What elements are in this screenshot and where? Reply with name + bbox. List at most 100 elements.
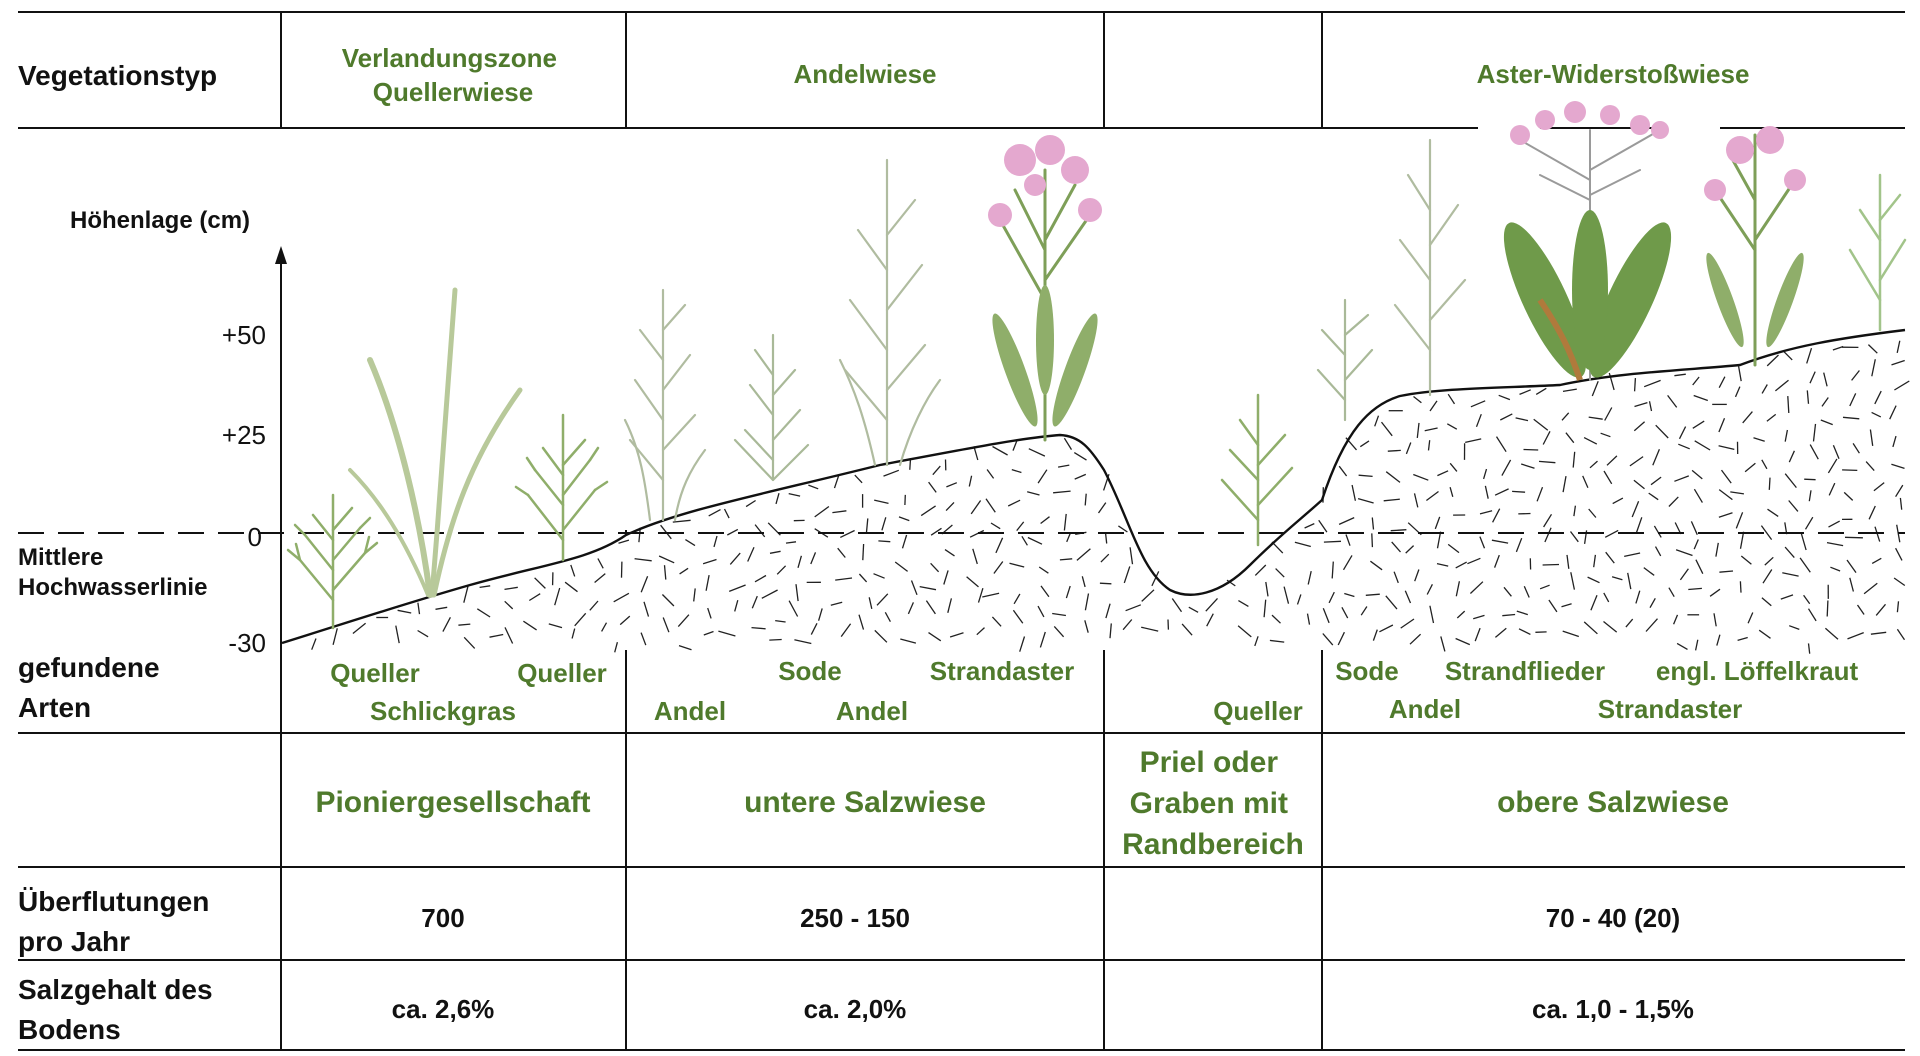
soil-dash — [1603, 470, 1613, 485]
soil-dash — [1868, 505, 1876, 520]
soil-dash — [1832, 445, 1840, 459]
strandaster-plant-illustration-2 — [1704, 126, 1806, 367]
soil-dash — [613, 592, 630, 603]
soil-dash — [930, 527, 942, 536]
soil-dash — [1648, 401, 1653, 412]
soil-dash — [1847, 631, 1864, 640]
soil-dash — [332, 628, 338, 645]
soil-dash — [1039, 631, 1046, 648]
species-queller-3: Queller — [1213, 696, 1303, 726]
queller-plant-illustration-2 — [514, 413, 609, 562]
soil-dash — [1515, 537, 1523, 553]
soil-dash — [1633, 378, 1637, 392]
soil-dash — [985, 498, 996, 513]
soil-dash — [788, 492, 801, 497]
soil-dash — [1057, 464, 1070, 468]
soil-dash — [1762, 569, 1773, 584]
soil-dash — [476, 608, 491, 618]
soil-dash — [982, 592, 1000, 598]
species-andel-1: Andel — [654, 696, 726, 726]
soil-dash — [678, 644, 692, 651]
soil-dash — [1037, 469, 1048, 484]
soil-dash — [1141, 589, 1155, 602]
soil-dash — [945, 501, 955, 512]
soil-dash — [1455, 561, 1468, 569]
soil-dash — [810, 623, 818, 635]
soil-dash — [1588, 416, 1603, 420]
soil-dash — [991, 616, 1002, 627]
axis-tick-minus-30: -30 — [228, 628, 266, 658]
reference-line-label-2: Hochwasserlinie — [18, 574, 207, 601]
soil-dash — [1603, 592, 1610, 603]
soil-dash — [1358, 474, 1373, 478]
salt-row-label-2: Bodens — [18, 1014, 121, 1045]
soil-dash — [1359, 440, 1370, 448]
soil-dash — [463, 585, 469, 603]
soil-dash — [1328, 591, 1335, 604]
soil-dash — [702, 558, 717, 565]
soil-dash — [868, 597, 873, 610]
soil-dash — [1737, 366, 1742, 382]
soil-dash — [1516, 610, 1528, 616]
soil-dash — [1040, 516, 1050, 525]
soil-dash — [862, 543, 865, 561]
soil-dash — [1206, 613, 1214, 627]
soil-dash — [677, 614, 690, 628]
soil-dash — [1307, 570, 1312, 585]
soil-dash — [1519, 389, 1531, 396]
soil-dash — [769, 550, 781, 554]
soil-dash — [1631, 501, 1640, 518]
soil-dash — [1865, 461, 1875, 471]
soil-dash — [643, 601, 650, 617]
soil-dash — [1562, 630, 1580, 638]
soil-dash — [1747, 612, 1754, 624]
soil-dash — [1679, 568, 1689, 581]
soil-dash — [663, 565, 667, 580]
soil-dash — [1605, 551, 1615, 564]
soil-dash — [1271, 614, 1281, 624]
soil-dash — [1633, 479, 1645, 490]
soil-dash — [1523, 448, 1539, 451]
soil-dash — [1719, 570, 1734, 573]
salt-value-2: ca. 2,0% — [804, 994, 907, 1024]
soil-dash — [1357, 497, 1374, 504]
soil-dash — [1009, 562, 1025, 568]
soil-dash — [1784, 546, 1795, 559]
soil-dash — [1692, 420, 1705, 429]
soil-dash — [1600, 432, 1611, 438]
soil-dash — [1413, 473, 1429, 481]
soil-dash — [1391, 541, 1401, 553]
soil-dash — [1021, 535, 1028, 546]
soil-dash — [769, 638, 782, 641]
soil-dash — [925, 600, 936, 615]
soil-dash — [1875, 603, 1886, 616]
soil-dash — [1535, 387, 1547, 395]
soil-dash — [1869, 429, 1874, 446]
soil-dash — [1440, 636, 1446, 652]
soil-dash — [1761, 597, 1772, 607]
soil-dash — [1413, 395, 1422, 404]
soil-dash — [1690, 521, 1698, 535]
soil-dash — [1635, 590, 1641, 604]
soil-dash — [1542, 431, 1551, 445]
soil-dash — [1800, 532, 1807, 551]
soil-dash — [1871, 411, 1882, 418]
soil-dash — [1141, 626, 1159, 632]
soil-dash — [947, 598, 953, 613]
soil-dash — [1569, 531, 1579, 543]
axis-tick-50: +50 — [222, 320, 266, 350]
soil-dash — [718, 630, 736, 637]
soil-dash — [919, 585, 937, 591]
soil-dash — [1538, 460, 1556, 464]
andel-plant-illustration-3 — [1393, 138, 1467, 397]
soil-dash — [1473, 614, 1485, 620]
soil-dash — [1338, 465, 1348, 477]
soil-dash — [1028, 448, 1046, 457]
soil-dash — [1063, 513, 1067, 531]
soil-dash — [1109, 623, 1112, 639]
soil-dash — [397, 609, 412, 614]
soil-dash — [1655, 424, 1669, 439]
soil-dash — [1076, 548, 1091, 561]
soil-dash — [489, 633, 504, 638]
soil-dash — [1188, 606, 1199, 613]
